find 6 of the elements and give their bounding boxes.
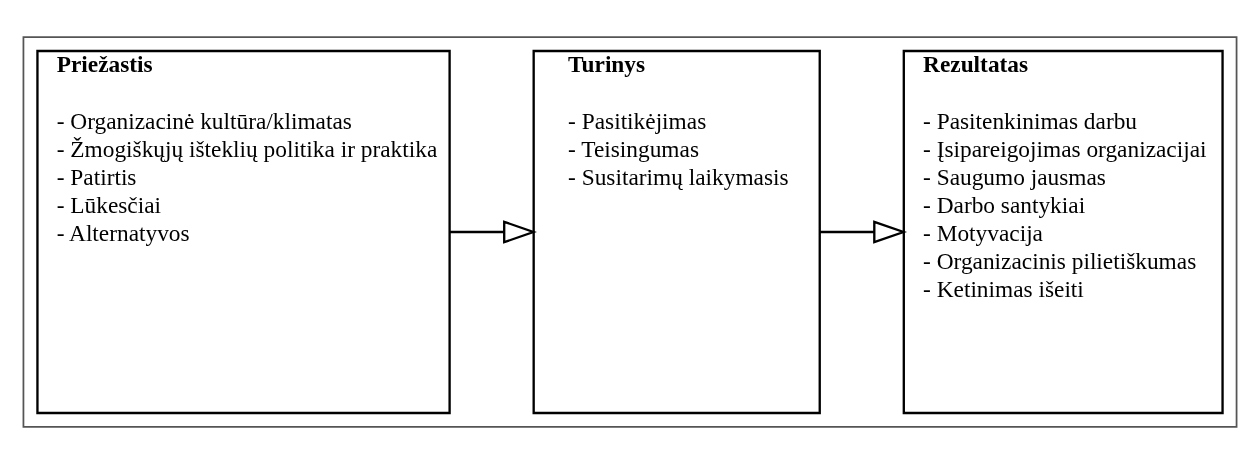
node-box: Rezultatas - Pasitenkinimas darbu - Įsipareigojimas organizacijai - Saugumo jausmas - Darbo santykiai - Motyvacija - Organizacinis pilietiškumas - Ketinimas išeiti	[902, 49, 1224, 414]
arrow	[449, 219, 537, 244]
arrow	[819, 219, 908, 244]
cluster	[22, 35, 1238, 428]
node-box: Priežastis - Organizacinė kultūra/klimatas - Žmogiškųjų išteklių politika ir praktika - Patirtis - Lūkesčiai - Alternatyvos	[36, 49, 451, 414]
node-box: Turinys - Pasitikėjimas - Teisingumas - Susitarimų laikymasis	[532, 49, 821, 414]
